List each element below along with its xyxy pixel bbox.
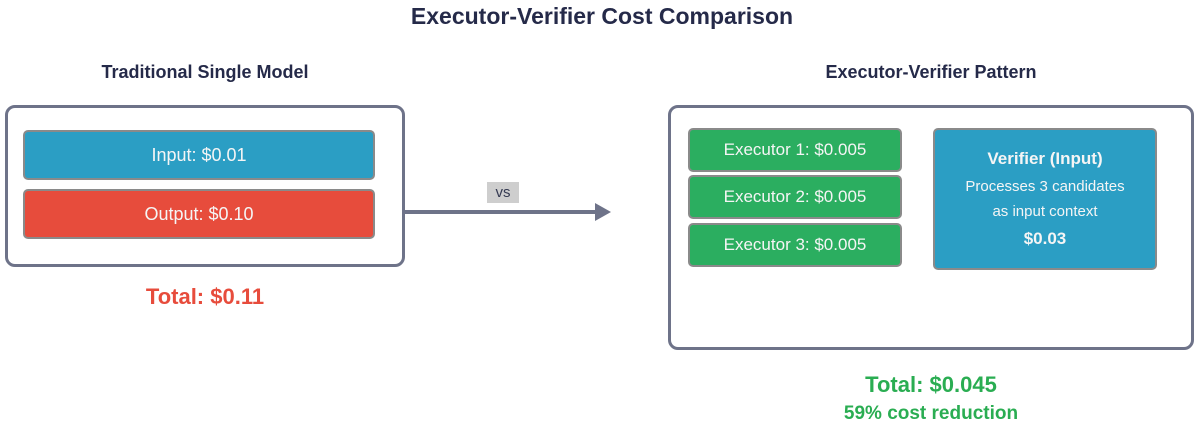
- executor-2-node: Executor 2: $0.005: [688, 175, 902, 219]
- left-section-label: Traditional Single Model: [101, 62, 309, 82]
- verifier-node: Verifier (Input) Processes 3 candidates …: [933, 128, 1157, 270]
- vs-arrow-head-icon: [595, 203, 611, 221]
- executor-1-node: Executor 1: $0.005: [688, 128, 902, 172]
- executor-3-node: Executor 3: $0.005: [688, 223, 902, 267]
- verifier-node-line1: Processes 3 candidates: [965, 177, 1125, 195]
- left-total-text: Total: $0.11: [145, 284, 265, 309]
- executor-verifier-cluster: [668, 105, 1194, 350]
- verifier-node-line2: as input context: [992, 203, 1098, 220]
- output-cost-node: Output: $0.10: [23, 189, 375, 239]
- vs-edge-label: vs: [487, 182, 519, 203]
- vs-arrow-line: [405, 210, 597, 214]
- right-section-label: Executor-Verifier Pattern: [825, 62, 1037, 82]
- traditional-model-cluster: [5, 105, 405, 267]
- cost-reduction-text: 59% cost reduction: [843, 403, 1019, 424]
- input-cost-node: Input: $0.01: [23, 130, 375, 180]
- verifier-node-title: Verifier (Input): [987, 148, 1103, 168]
- right-total-text: Total: $0.045: [865, 372, 997, 397]
- diagram-title: Executor-Verifier Cost Comparison: [410, 3, 794, 29]
- verifier-node-amount: $0.03: [1023, 228, 1067, 248]
